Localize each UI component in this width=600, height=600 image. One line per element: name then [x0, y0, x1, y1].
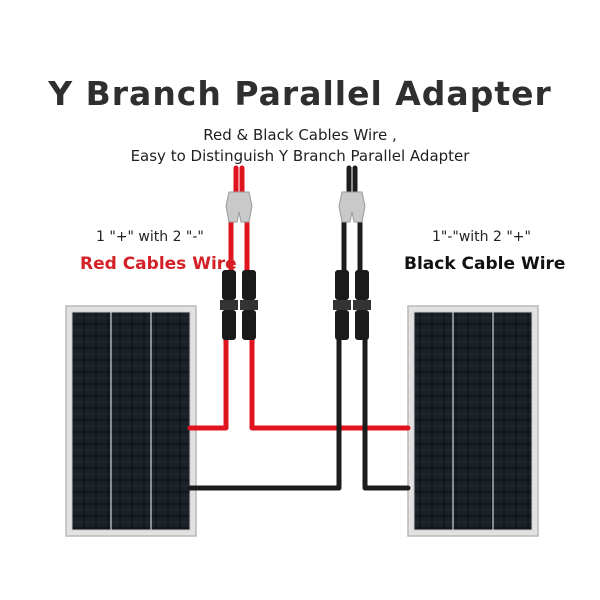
right-solar-panel-icon [407, 305, 539, 537]
black-y-branch-connector-icon [338, 191, 366, 223]
black-wire-name-label: Black Cable Wire [404, 254, 566, 274]
black-mc4-connector-right-icon [353, 270, 371, 340]
subtitle-line-1: Red & Black Cables Wire , [203, 126, 397, 144]
subtitle-line-2: Easy to Distinguish Y Branch Parallel Ad… [130, 147, 470, 165]
red-wire [187, 165, 411, 431]
red-mc4-connector-right-icon [240, 270, 258, 340]
page-title: Y Branch Parallel Adapter [48, 74, 552, 113]
red-wire-rule-label: 1 "+" with 2 "-" [96, 229, 204, 245]
black-mc4-connector-left-icon [333, 270, 351, 340]
black-wire-rule-label: 1"-"with 2 "+" [432, 229, 531, 245]
red-mc4-connector-left-icon [220, 270, 238, 340]
red-wire-name-label: Red Cables Wire [80, 254, 237, 274]
black-wire [187, 165, 411, 491]
red-y-branch-connector-icon [225, 191, 253, 223]
left-solar-panel-icon [65, 305, 197, 537]
